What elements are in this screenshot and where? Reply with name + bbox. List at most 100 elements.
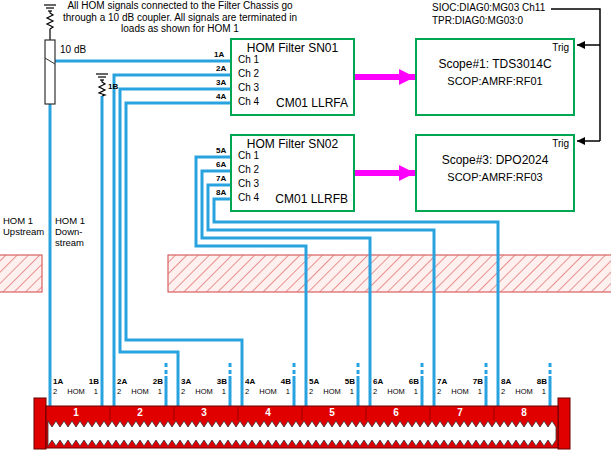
port-number: 2	[181, 388, 185, 397]
cavity-divider	[494, 407, 495, 420]
port-label: 8B	[537, 377, 547, 386]
hatch-band	[168, 255, 611, 292]
cavity-number: 4	[265, 407, 271, 419]
filter-box: HOM Filter SN01Ch 1Ch 2Ch 3Ch 4CM01 LLRF…	[230, 38, 355, 116]
port-number: 1	[286, 388, 290, 397]
port-number: 2	[309, 388, 313, 397]
channel-label: Ch 4	[238, 192, 259, 204]
hom-label: HOM	[387, 388, 405, 397]
cable-stub	[549, 376, 552, 406]
cable-stub	[293, 376, 296, 406]
cavity-divider	[430, 407, 431, 420]
cable-stub	[293, 360, 296, 374]
cryomodule	[46, 406, 558, 448]
cable-stub	[165, 376, 168, 406]
cable-stub	[485, 360, 488, 374]
cable-label: 4A	[216, 92, 226, 101]
coupler	[45, 58, 55, 64]
signal-arrow	[355, 74, 415, 80]
cable-stub	[549, 360, 552, 374]
cavity-number: 6	[393, 407, 399, 419]
cable-label: 7A	[216, 174, 226, 183]
port-label: 6A	[373, 377, 383, 386]
port-label: 6B	[409, 377, 419, 386]
filter-title: HOM Filter SN02	[247, 138, 338, 152]
port-label: 1A	[53, 377, 63, 386]
port-label: 5A	[309, 377, 319, 386]
cavity-number: 2	[137, 407, 143, 419]
coupler-label: 10 dB	[60, 44, 86, 56]
cable-label: 8A	[216, 188, 226, 197]
cavity-number: 1	[73, 407, 79, 419]
port-label: 5B	[345, 377, 355, 386]
note-text: All HOM signals connected to the Filter …	[60, 0, 300, 35]
filter-title: HOM Filter SN01	[247, 42, 338, 56]
port-number: 1	[414, 388, 418, 397]
channel-label: Ch 3	[238, 178, 259, 190]
port-number: 2	[501, 388, 505, 397]
cable	[49, 104, 52, 406]
cavity-number: 5	[329, 407, 335, 419]
cable-stub	[421, 376, 424, 406]
port-number: 1	[222, 388, 226, 397]
port-label: 2B	[153, 377, 163, 386]
cavity-divider	[110, 407, 111, 420]
port-label: 1B	[89, 377, 99, 386]
hom-label: HOM	[195, 388, 213, 397]
cavity-divider	[366, 407, 367, 420]
port-number: 2	[53, 388, 57, 397]
cryomodule-flange	[34, 398, 46, 449]
coupler	[45, 40, 55, 104]
cable-note: HOM 1 Down-stream	[55, 216, 100, 249]
cable-stub	[229, 376, 232, 406]
cable	[55, 60, 230, 63]
port-label: 4A	[245, 377, 255, 386]
cavity-number: 8	[521, 407, 527, 419]
cable-stub	[229, 360, 232, 374]
cable-stub	[421, 360, 424, 374]
cable	[214, 199, 498, 406]
cable-label: 3A	[216, 78, 226, 87]
cavity-number: 7	[457, 407, 463, 419]
port-number: 1	[350, 388, 354, 397]
port-number: 1	[94, 388, 98, 397]
hom-label: HOM	[451, 388, 469, 397]
hom-label: HOM	[131, 388, 149, 397]
pv-name: SCOP:AMRF:RF01	[447, 75, 542, 88]
hom-label: HOM	[259, 388, 277, 397]
port-label: 7B	[473, 377, 483, 386]
cable-label: 6A	[216, 160, 226, 169]
channel-label: Ch 3	[238, 82, 259, 94]
port-label: 7A	[437, 377, 447, 386]
load-symbol	[96, 74, 108, 96]
pv-name: SIOC:DIAG0:MG03 Ch11	[432, 2, 545, 14]
hatch-band	[168, 255, 611, 292]
hatch-band	[0, 255, 42, 292]
load-symbol	[44, 5, 56, 40]
port-label: 8A	[501, 377, 511, 386]
cable-note: HOM 1 Upstream	[3, 216, 46, 238]
port-number: 2	[117, 388, 121, 397]
cable-label: 1A	[214, 50, 224, 59]
port-number: 2	[437, 388, 441, 397]
cavity-divider	[302, 407, 303, 420]
scope-box: Scope#1: TDS3014C SCOP:AMRF:RF01 Trig	[415, 38, 575, 116]
port-number: 1	[542, 388, 546, 397]
trig-label: Trig	[552, 42, 569, 54]
trig-label: Trig	[552, 138, 569, 150]
scope-title: Scope#1: TDS3014C	[438, 58, 551, 72]
port-number: 1	[158, 388, 162, 397]
port-number: 1	[478, 388, 482, 397]
hom-label: HOM	[515, 388, 533, 397]
cable-label: 1B	[108, 82, 118, 91]
pv-name: SCOP:AMRF:RF03	[447, 171, 542, 184]
hatch-band	[0, 255, 42, 292]
channel-label: Ch 1	[238, 150, 259, 162]
cavity-cells	[48, 421, 556, 446]
cable-stub	[357, 376, 360, 406]
channel-label: Ch 2	[238, 164, 259, 176]
channel-label: Ch 1	[238, 54, 259, 66]
port-number: 2	[245, 388, 249, 397]
cryomodule-flange	[558, 398, 570, 449]
trigger-wire	[577, 140, 600, 142]
